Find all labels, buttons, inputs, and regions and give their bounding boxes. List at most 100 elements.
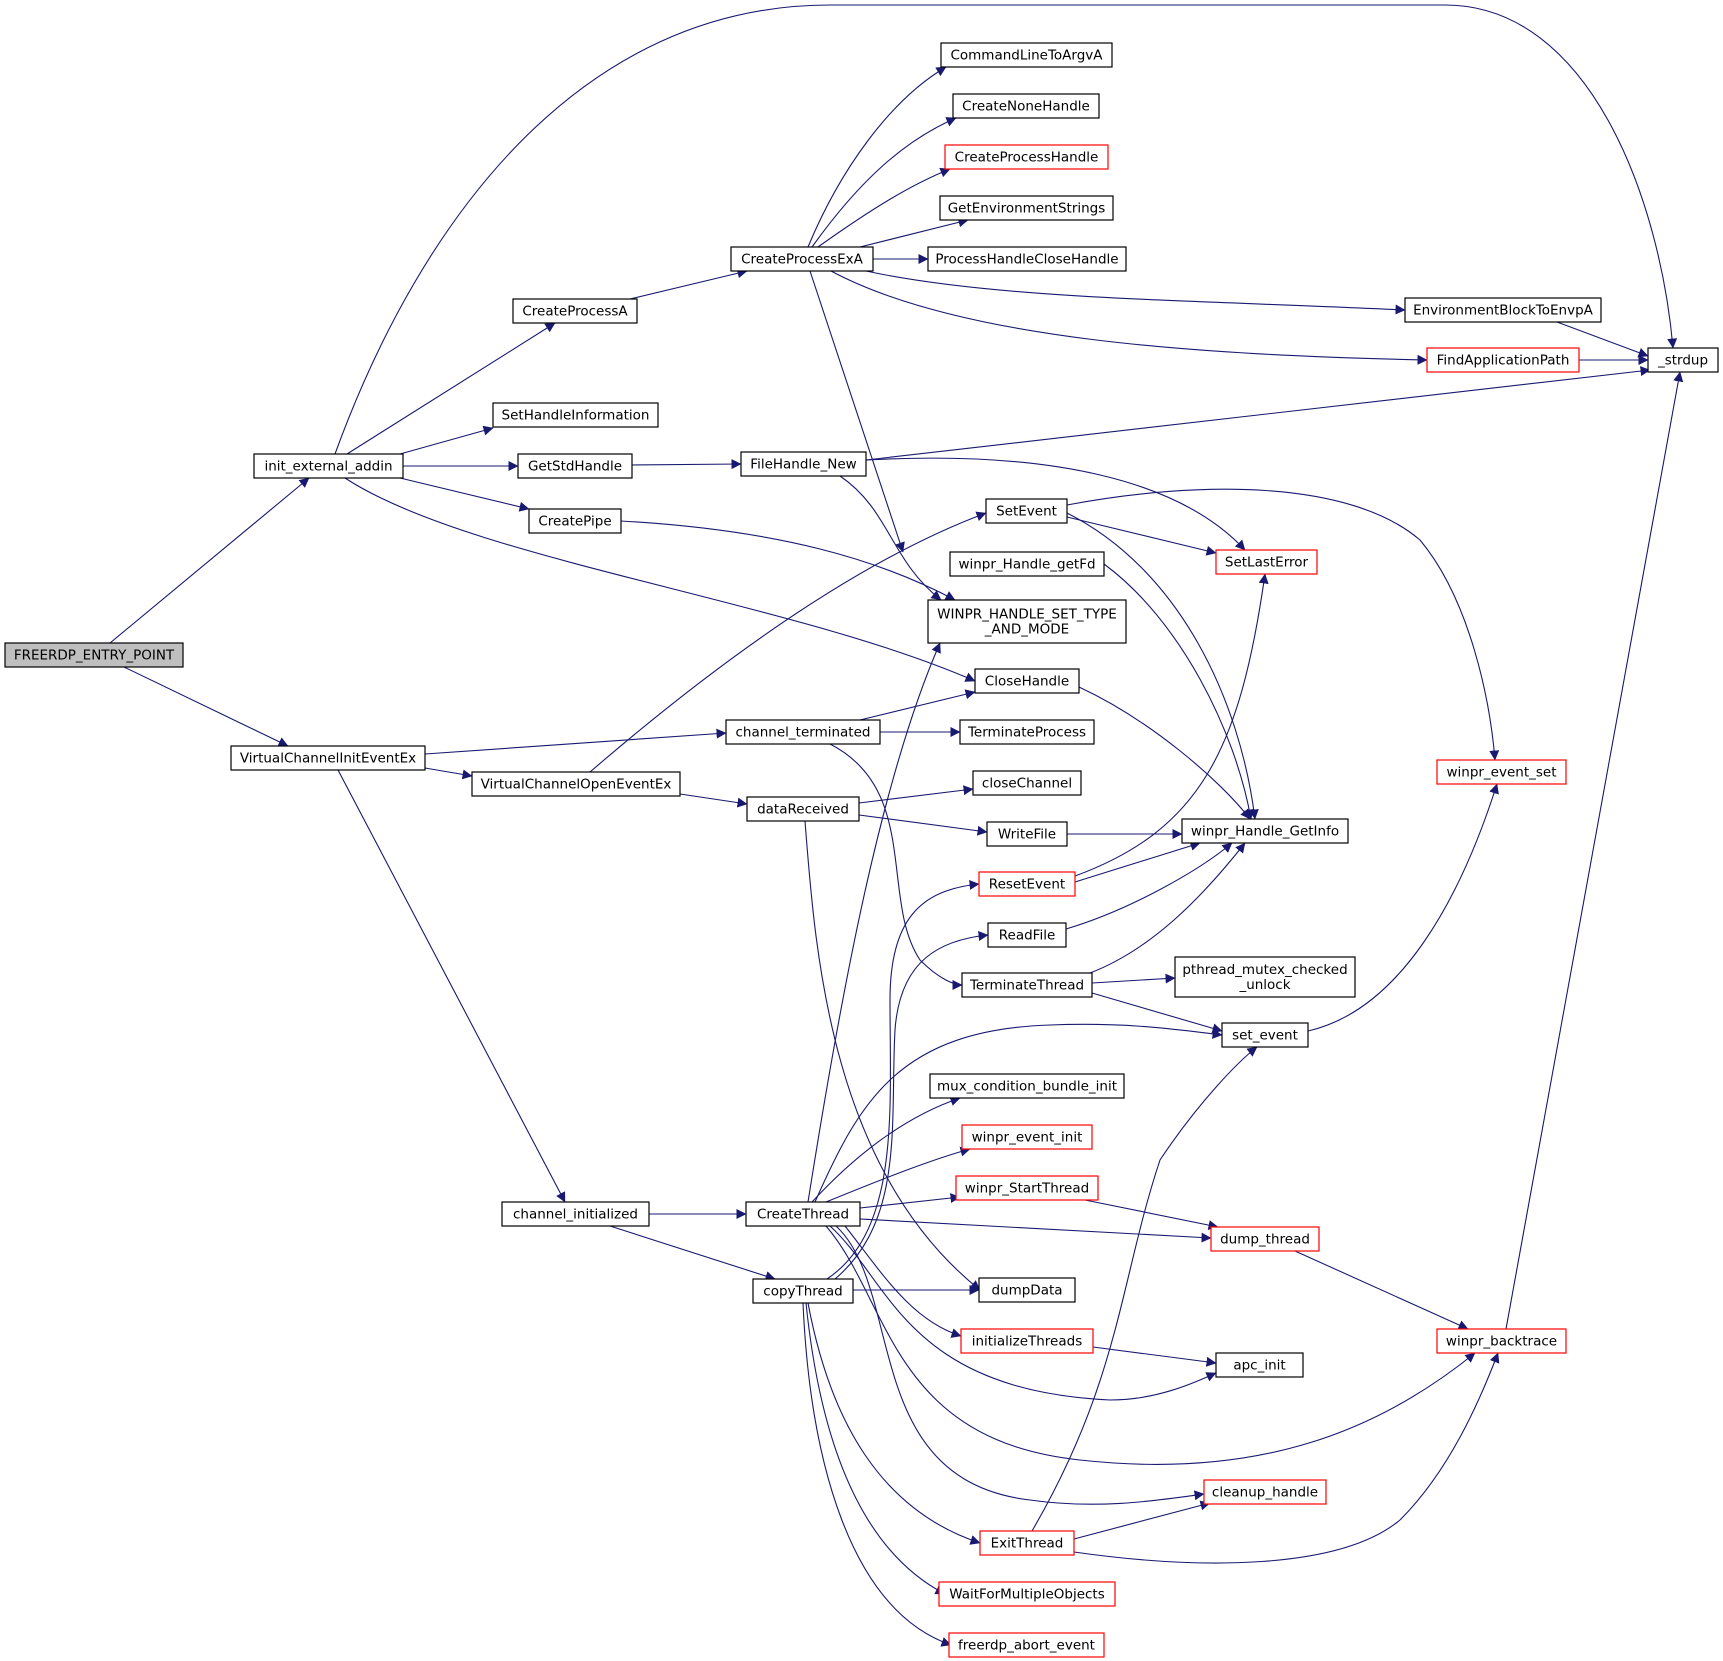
node-box: [979, 1530, 1075, 1556]
node-dumpdata[interactable]: dumpData: [978, 1277, 1076, 1303]
edge-createpipe-to-winpr-handle-set-type-and-mode: [620, 520, 956, 601]
edge-init-external-addin-to-createprocessa: [346, 322, 556, 455]
node-pthread-mutex-checked-unlock[interactable]: pthread_mutex_checked_unlock: [1174, 956, 1356, 998]
node-label: set_event: [1232, 1028, 1298, 1044]
node-label: TerminateThread: [969, 978, 1084, 994]
edge-exitthread-to-winpr-backtrace: [1073, 1352, 1500, 1564]
node-mux-condition-bundle-init[interactable]: mux_condition_bundle_init: [929, 1073, 1125, 1099]
node-createprocessa[interactable]: CreateProcessA: [512, 298, 638, 324]
edge-createprocessexa-to-winpr-handle-getfd: [809, 270, 905, 553]
node-box: [972, 770, 1082, 796]
node-writefile[interactable]: WriteFile: [986, 821, 1068, 847]
node-getenvironmentstrings[interactable]: GetEnvironmentStrings: [939, 195, 1114, 221]
node-apc-init[interactable]: apc_init: [1215, 1352, 1304, 1378]
node-filehandle-new[interactable]: FileHandle_New: [740, 451, 867, 477]
node-copythread[interactable]: copyThread: [752, 1278, 854, 1304]
node-winpr-handle-getinfo[interactable]: winpr_Handle_GetInfo: [1181, 818, 1349, 844]
node-findapplicationpath[interactable]: FindApplicationPath: [1426, 347, 1580, 373]
node-label: winpr_event_init: [972, 1130, 1083, 1146]
node-box: [501, 1201, 650, 1227]
node-winpr-event-init[interactable]: winpr_event_init: [961, 1124, 1093, 1150]
node-strdup[interactable]: _strdup: [1647, 347, 1719, 373]
node-environmentblocktoenvpa[interactable]: EnvironmentBlockToEnvpA: [1404, 297, 1602, 323]
node-label: FREERDP_ENTRY_POINT: [14, 648, 175, 664]
node-winpr-handle-set-type-and-mode[interactable]: WINPR_HANDLE_SET_TYPE_AND_MODE: [927, 599, 1127, 644]
node-box: [987, 922, 1067, 948]
node-channel-initialized[interactable]: channel_initialized: [501, 1201, 650, 1227]
node-resetevent[interactable]: ResetEvent: [978, 871, 1076, 897]
node-processhandleclosehandle[interactable]: ProcessHandleCloseHandle: [927, 246, 1127, 272]
node-dump-thread[interactable]: dump_thread: [1210, 1226, 1320, 1252]
node-label: ResetEvent: [989, 877, 1065, 893]
node-label: SetLastError: [1225, 555, 1309, 571]
node-winpr-handle-getfd[interactable]: winpr_Handle_getFd: [949, 551, 1105, 577]
node-setevent[interactable]: SetEvent: [985, 498, 1068, 524]
node-createprocessexa[interactable]: CreateProcessExA: [730, 246, 874, 272]
node-box: [960, 1328, 1094, 1354]
call-edges: [109, 4, 1684, 1647]
node-freerdp-abort-event[interactable]: freerdp_abort_event: [948, 1632, 1105, 1658]
edge-init-external-addin-to-strdup: [334, 4, 1678, 455]
node-cleanup-handle[interactable]: cleanup_handle: [1203, 1479, 1327, 1505]
node-readfile[interactable]: ReadFile: [987, 922, 1067, 948]
node-box: [1404, 297, 1602, 323]
edge-filehandle-new-to-strdup: [865, 366, 1651, 461]
edge-freerdp-entry-point-to-init-external-addin: [109, 477, 310, 644]
node-label: ProcessHandleCloseHandle: [935, 252, 1118, 268]
node-box: [1647, 347, 1719, 373]
node-box: [1215, 1352, 1304, 1378]
node-box: [1203, 1479, 1327, 1505]
edge-initializethreads-to-apc-init: [1092, 1346, 1217, 1367]
node-winpr-backtrace[interactable]: winpr_backtrace: [1436, 1328, 1567, 1354]
node-closehandle[interactable]: CloseHandle: [974, 668, 1080, 694]
node-label: GetStdHandle: [528, 459, 622, 475]
node-box: [978, 1277, 1076, 1303]
node-label: copyThread: [763, 1284, 842, 1300]
node-box: [944, 144, 1109, 170]
node-winpr-event-set[interactable]: winpr_event_set: [1436, 759, 1567, 785]
node-datareceived[interactable]: dataReceived: [746, 796, 860, 822]
node-closechannel[interactable]: closeChannel: [972, 770, 1082, 796]
node-virtualchannelopeneventex[interactable]: VirtualChannelOpenEventEx: [471, 771, 681, 797]
node-waitformultipleobjects[interactable]: WaitForMultipleObjects: [938, 1581, 1116, 1607]
node-label: winpr_backtrace: [1446, 1334, 1557, 1350]
edge-init-external-addin-to-closehandle: [344, 477, 976, 682]
node-box: [974, 668, 1080, 694]
edge-closehandle-to-winpr-handle-getinfo: [1078, 686, 1251, 820]
node-createnonehandle[interactable]: CreateNoneHandle: [952, 93, 1100, 119]
node-box: [938, 1581, 1116, 1607]
node-terminatethread[interactable]: TerminateThread: [961, 972, 1093, 998]
node-box: [986, 821, 1068, 847]
node-getstdhandle[interactable]: GetStdHandle: [517, 453, 633, 479]
edge-dump-thread-to-winpr-backtrace: [1294, 1250, 1469, 1330]
node-winpr-startthread[interactable]: winpr_StartThread: [955, 1175, 1099, 1201]
node-set-event[interactable]: set_event: [1221, 1022, 1309, 1048]
node-createpipe[interactable]: CreatePipe: [528, 508, 622, 534]
node-box: [961, 1124, 1093, 1150]
edge-init-external-addin-to-sethandleinformation: [399, 425, 494, 455]
node-box: [1221, 1022, 1309, 1048]
node-initializethreads[interactable]: initializeThreads: [960, 1328, 1094, 1354]
node-commandlinetoargva[interactable]: CommandLineToArgvA: [940, 42, 1113, 68]
node-box: [725, 719, 881, 745]
node-box: [1426, 347, 1580, 373]
edge-virtualchannelopeneventex-to-datareceived: [679, 793, 748, 808]
node-sethandleinformation[interactable]: SetHandleInformation: [492, 402, 659, 428]
node-box: [927, 246, 1127, 272]
node-createthread[interactable]: CreateThread: [745, 1201, 861, 1227]
node-box: [929, 1073, 1125, 1099]
node-createprocesshandle[interactable]: CreateProcessHandle: [944, 144, 1109, 170]
node-channel-terminated[interactable]: channel_terminated: [725, 719, 881, 745]
node-exitthread[interactable]: ExitThread: [979, 1530, 1075, 1556]
node-terminateprocess[interactable]: TerminateProcess: [959, 719, 1095, 745]
node-box: [745, 1201, 861, 1227]
node-virtualchanneliniteventex[interactable]: VirtualChannelInitEventEx: [230, 745, 426, 771]
call-nodes: FREERDP_ENTRY_POINT init_external_addinVi…: [4, 42, 1719, 1658]
node-label: channel_initialized: [513, 1207, 638, 1223]
node-box: [978, 871, 1076, 897]
node-setlasterror[interactable]: SetLastError: [1215, 549, 1318, 575]
node-label: TerminateProcess: [967, 725, 1086, 741]
node-freerdp-entry-point[interactable]: FREERDP_ENTRY_POINT: [4, 642, 184, 668]
edge-setevent-to-winpr-event-set: [1066, 488, 1500, 761]
node-init-external-addin[interactable]: init_external_addin: [253, 453, 404, 479]
